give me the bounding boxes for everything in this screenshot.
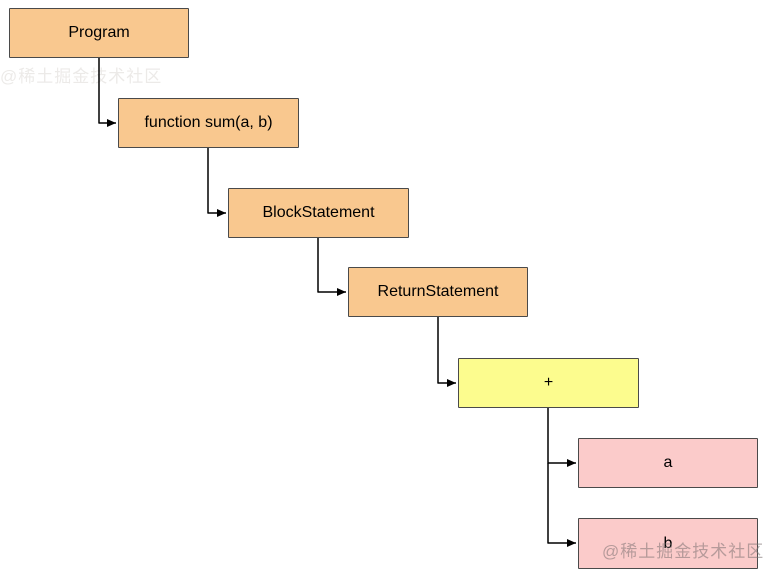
node-identifier-b: b bbox=[578, 518, 758, 569]
connector-return-plus bbox=[437, 317, 456, 387]
connector-plus-b bbox=[547, 463, 576, 547]
node-function-sum: function sum(a, b) bbox=[118, 98, 299, 148]
node-identifier-a: a bbox=[578, 438, 758, 488]
node-plus-operator: + bbox=[458, 358, 639, 408]
node-program: Program bbox=[9, 8, 189, 58]
node-block-statement: BlockStatement bbox=[228, 188, 409, 238]
connector-block-return bbox=[317, 238, 346, 296]
node-return-statement: ReturnStatement bbox=[348, 267, 528, 317]
connector-function-block bbox=[207, 148, 226, 217]
connector-program-function bbox=[98, 58, 116, 127]
connector-plus-a bbox=[547, 408, 576, 467]
